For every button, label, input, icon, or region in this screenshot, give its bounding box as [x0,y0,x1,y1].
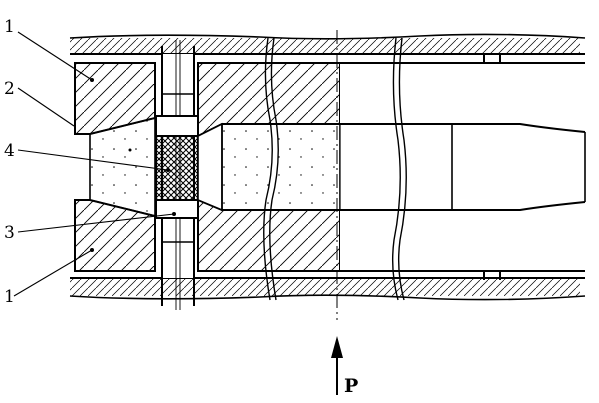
force-arrow [331,336,343,395]
specimen-center [197,122,341,212]
label-part-1-top: 1 [4,17,15,37]
top-plate [69,33,586,55]
label-part-1-bottom: 1 [4,287,15,307]
label-part-4: 4 [4,141,15,161]
upper-spacer [155,115,199,137]
left-bottom-block [74,199,156,272]
force-label: P [344,375,358,397]
right-section [339,62,586,272]
right-fasteners [483,54,501,280]
leader-lines [13,31,175,297]
label-part-2: 2 [4,79,15,99]
break-lines [263,37,407,301]
crosshatch-insert [155,135,199,201]
label-part-3: 3 [4,223,15,243]
bottom-plate [69,277,586,301]
